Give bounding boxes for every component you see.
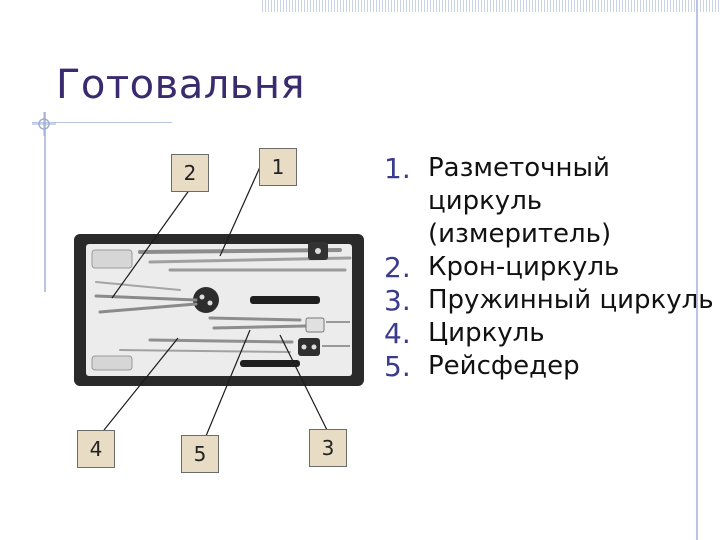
list-item: 2. Крон-циркуль (384, 251, 714, 284)
slide-title: Готовальня (56, 62, 306, 108)
callout-1: 1 (259, 148, 297, 186)
list-item: 3. Пружинный циркуль (384, 284, 714, 317)
left-vertical-line (44, 112, 46, 292)
crosshair-icon (32, 112, 56, 136)
list-item-number: 1. (384, 152, 411, 185)
list-item-text: Крон-циркуль (428, 252, 620, 282)
callout-3: 3 (309, 429, 347, 467)
callout-5: 5 (181, 435, 219, 473)
list-item-number: 2. (384, 251, 411, 284)
list-item-number: 4. (384, 317, 411, 350)
callout-2: 2 (171, 154, 209, 192)
list-item: 1. Разметочный циркуль (измеритель) (384, 152, 714, 251)
list-item-text: Разметочный циркуль (измеритель) (428, 153, 612, 249)
instrument-list: 1. Разметочный циркуль (измеритель) 2. К… (384, 152, 714, 383)
title-underline (32, 122, 172, 123)
list-item: 5. Рейсфедер (384, 350, 714, 383)
list-item-text: Рейсфедер (428, 351, 580, 381)
list-item: 4. Циркуль (384, 317, 714, 350)
list-item-number: 3. (384, 284, 411, 317)
callout-4: 4 (77, 430, 115, 468)
list-item-text: Циркуль (428, 318, 545, 348)
right-vertical-line (696, 0, 698, 540)
header-hatch-decoration (262, 0, 720, 12)
list-item-text: Пружинный циркуль (428, 285, 714, 315)
list-item-number: 5. (384, 350, 411, 383)
